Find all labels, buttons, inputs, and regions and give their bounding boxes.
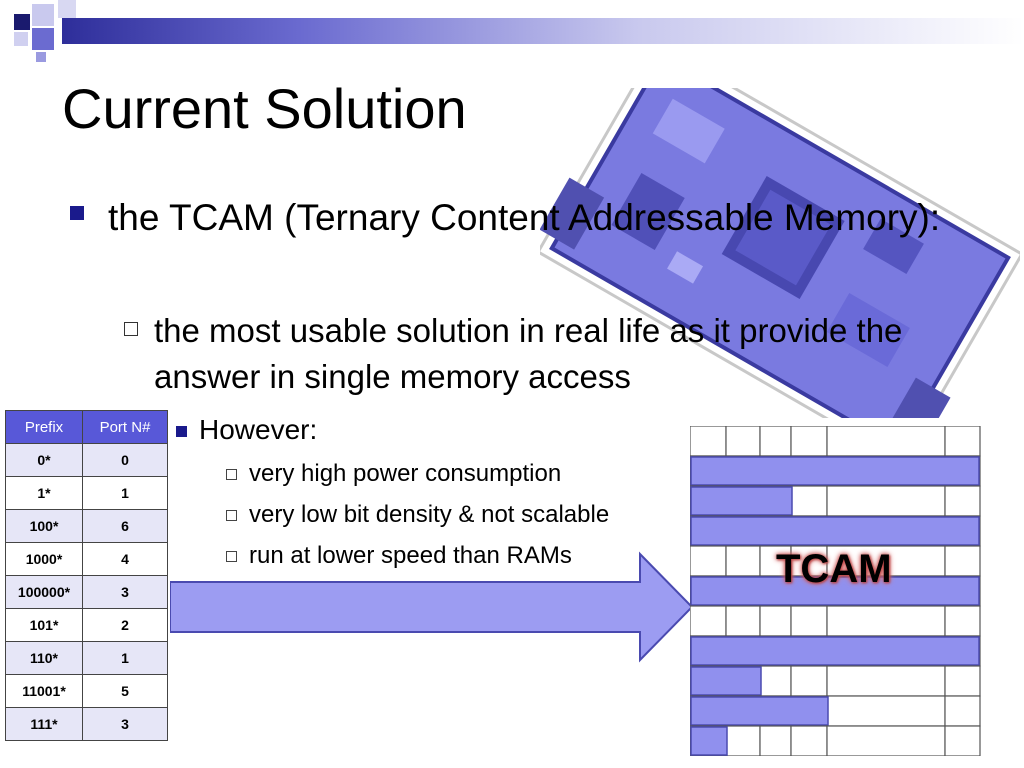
square-bullet-icon — [70, 206, 84, 220]
tcam-cell — [759, 665, 792, 697]
tcam-cell — [944, 605, 981, 637]
tcam-cell — [690, 545, 727, 577]
prefix-cell: 110* — [5, 641, 83, 675]
tcam-cell — [790, 605, 828, 637]
sub-bullet-usable-text: the most usable solution in real life as… — [154, 312, 903, 395]
tcam-entry-bar — [690, 516, 980, 546]
prefix-cell: 101* — [5, 608, 83, 642]
bullet-tcam-text: the TCAM (Ternary Content Addressable Me… — [108, 197, 941, 238]
tcam-cell — [944, 485, 981, 517]
tcam-cell — [690, 426, 727, 457]
port-cell: 6 — [82, 509, 168, 543]
table-row: 110*1 — [5, 641, 168, 675]
tcam-entry-bar — [690, 666, 762, 696]
hollow-square-bullet-icon — [226, 469, 237, 480]
tcam-cell — [690, 605, 727, 637]
table-row: 100*6 — [5, 509, 168, 543]
hollow-square-bullet-icon — [226, 510, 237, 521]
tcam-cell — [759, 725, 792, 756]
hollow-square-bullet-icon — [124, 322, 138, 336]
tcam-cell — [826, 485, 946, 517]
prefix-table-header-row: Prefix Port N# — [5, 410, 168, 444]
tcam-cell — [790, 426, 828, 457]
hollow-square-bullet-icon — [226, 551, 237, 562]
prefix-cell: 11001* — [5, 674, 83, 708]
tcam-cell — [790, 665, 828, 697]
tcam-entry-bar — [690, 696, 829, 726]
tcam-cell — [759, 426, 792, 457]
table-row: 111*3 — [5, 707, 168, 741]
tcam-cell — [826, 725, 946, 756]
tcam-entry-bar — [690, 636, 980, 666]
prefix-cell: 1* — [5, 476, 83, 510]
tcam-cell — [759, 605, 792, 637]
tcam-cell — [944, 725, 981, 756]
port-cell: 4 — [82, 542, 168, 576]
tcam-cell — [944, 426, 981, 457]
tcam-cell — [826, 426, 946, 457]
drawback-text: very low bit density & not scalable — [249, 501, 610, 528]
table-row: 11001*5 — [5, 674, 168, 708]
tcam-grid — [690, 426, 981, 756]
drawback-text: run at lower speed than RAMs — [249, 542, 572, 569]
tcam-cell — [725, 426, 761, 457]
right-arrow-shape — [170, 551, 694, 663]
tcam-entry-bar — [690, 456, 980, 486]
slide-title: Current Solution — [62, 77, 467, 140]
tcam-cell — [790, 725, 828, 756]
table-row: 1000*4 — [5, 542, 168, 576]
table-row: 101*2 — [5, 608, 168, 642]
table-row: 0*0 — [5, 443, 168, 477]
tcam-cell — [790, 485, 828, 517]
prefix-cell: 100* — [5, 509, 83, 543]
tcam-cell — [944, 545, 981, 577]
prefix-cell: 100000* — [5, 575, 83, 609]
prefix-table: Prefix Port N# 0*0 1*1 100*6 1000*4 1000… — [5, 410, 168, 741]
prefix-cell: 0* — [5, 443, 83, 477]
prefix-cell: 1000* — [5, 542, 83, 576]
prefix-cell: 111* — [5, 707, 83, 741]
port-header: Port N# — [82, 410, 168, 444]
tcam-entry-bar — [690, 486, 793, 516]
tcam-cell — [826, 695, 946, 727]
port-cell: 3 — [82, 575, 168, 609]
tcam-cell — [944, 665, 981, 697]
port-cell: 0 — [82, 443, 168, 477]
tcam-cell — [826, 605, 946, 637]
port-cell: 1 — [82, 641, 168, 675]
title-gradient-bar — [62, 18, 1024, 44]
tcam-cell — [944, 695, 981, 727]
tcam-entry-bar — [690, 726, 728, 756]
tcam-cell — [725, 605, 761, 637]
port-cell: 2 — [82, 608, 168, 642]
table-row: 100000*3 — [5, 575, 168, 609]
bullet-however-text: However: — [199, 414, 318, 445]
tcam-cell — [826, 665, 946, 697]
port-cell: 5 — [82, 674, 168, 708]
network-line-card-image — [540, 88, 1020, 418]
tcam-cell — [725, 545, 761, 577]
tcam-cell — [725, 725, 761, 756]
drawback-text: very high power consumption — [249, 460, 562, 487]
port-cell: 1 — [82, 476, 168, 510]
prefix-header: Prefix — [5, 410, 83, 444]
table-row: 1*1 — [5, 476, 168, 510]
tcam-label: TCAM — [776, 547, 892, 591]
square-bullet-icon — [176, 426, 187, 437]
tcam-entry-bar — [690, 576, 980, 606]
port-cell: 3 — [82, 707, 168, 741]
